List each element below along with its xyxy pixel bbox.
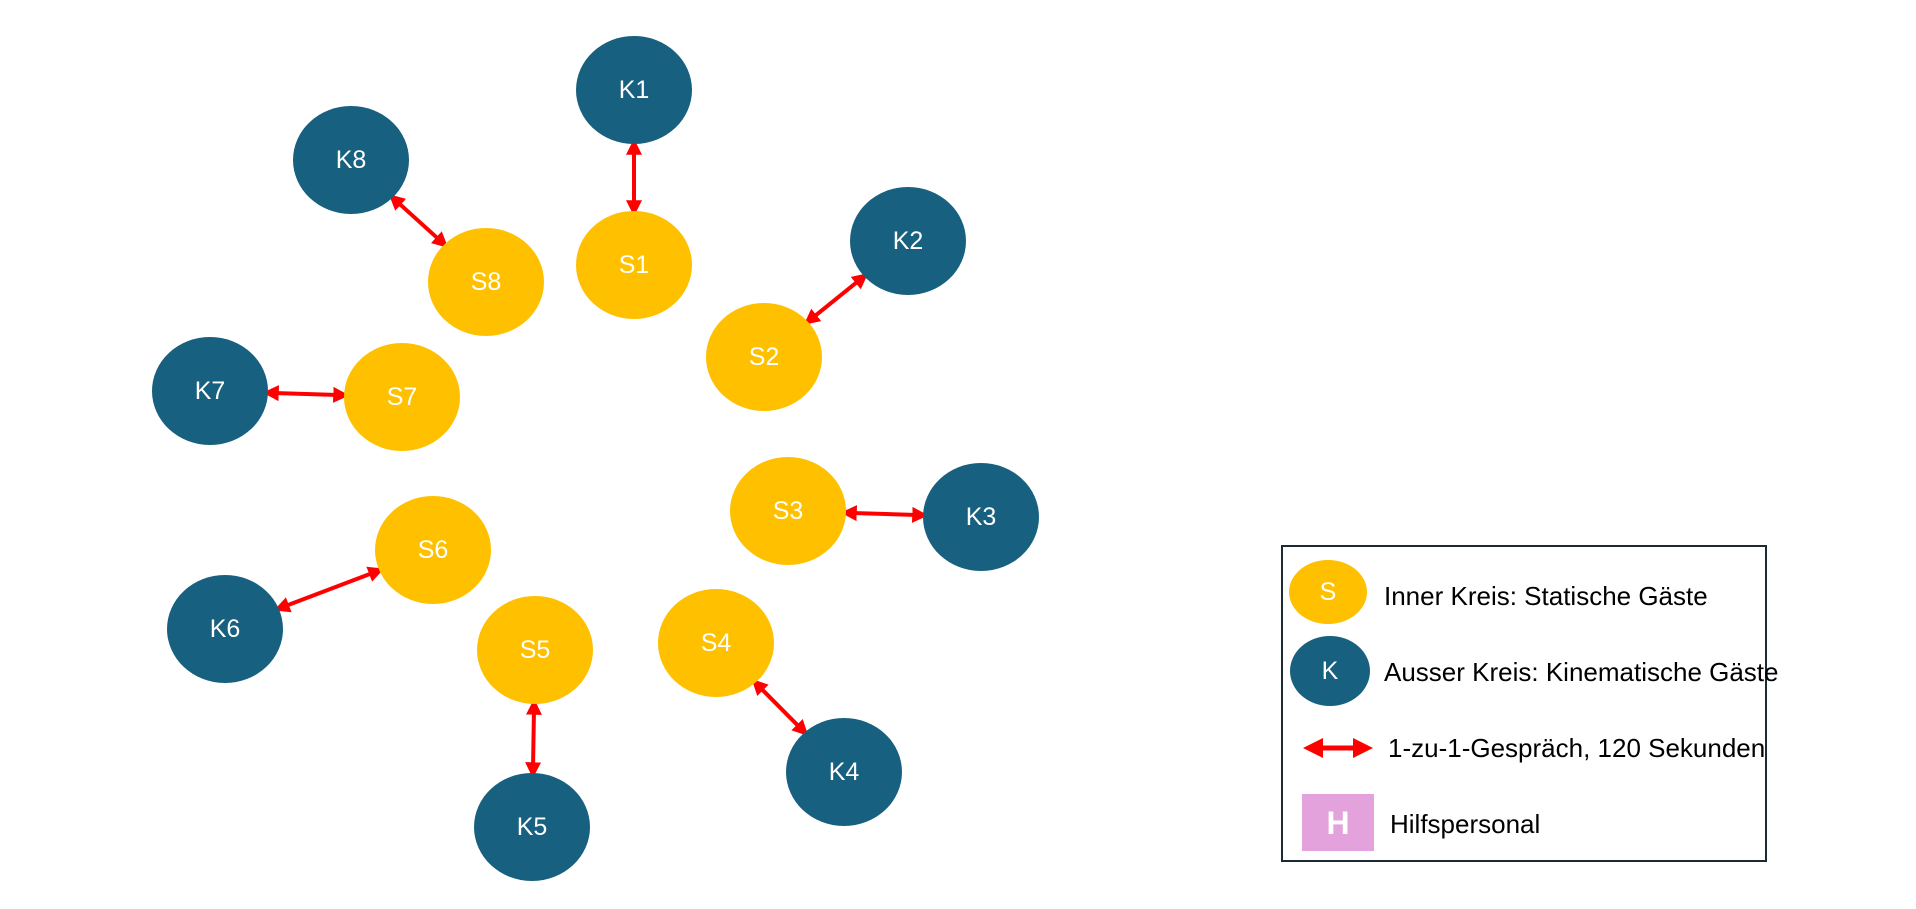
node-label-s7: S7 [387,383,418,411]
node-s7 [344,343,460,451]
node-k1 [576,36,692,144]
node-k4 [786,718,902,826]
legend-kinematic-label: Ausser Kreis: Kinematische Gäste [1384,657,1779,687]
legend-kinematic-icon [1290,636,1370,706]
node-s3 [730,457,846,565]
node-label-k6: K6 [210,615,241,643]
node-label-s5: S5 [520,636,551,664]
node-s2 [706,303,822,411]
arrow-k5-s5 [525,698,542,779]
legend-static-label: Inner Kreis: Statische Gäste [1384,581,1708,611]
node-k6 [167,575,283,683]
node-label-s8: S8 [471,268,502,296]
node-label-s4: S4 [701,629,732,657]
conversation-arrows [262,138,929,779]
node-label-s3: S3 [773,497,804,525]
node-label-k4: K4 [829,758,860,786]
legend-helper-label: Hilfspersonal [1390,809,1540,839]
arrow-k8-s8 [388,194,449,248]
node-label-k8: K8 [336,146,367,174]
node-label-k3: K3 [966,503,997,531]
node-s8 [428,228,544,336]
arrow-k2-s2 [803,273,869,325]
node-label-k2: K2 [893,227,924,255]
node-label-k1: K1 [619,76,650,104]
legend: S Inner Kreis: Statische Gäste K Ausser … [1281,545,1779,862]
legend-helper-symbol: H [1326,805,1349,841]
legend-static-symbol: S [1320,578,1337,606]
arrow-k7-s7 [262,385,350,403]
node-k3 [923,463,1039,571]
node-s4 [658,589,774,697]
arrow-k4-s4 [751,678,809,737]
arrow-k6-s6 [273,566,385,613]
node-k7 [152,337,268,445]
arrow-k3-s3 [840,505,929,523]
node-label-s6: S6 [418,536,449,564]
node-s5 [477,596,593,704]
node-s1 [576,211,692,319]
node-label-k5: K5 [517,813,548,841]
node-label-k7: K7 [195,377,226,405]
node-k2 [850,187,966,295]
node-label-s1: S1 [619,251,650,279]
node-k8 [293,106,409,214]
node-label-s2: S2 [749,343,780,371]
node-k5 [474,773,590,881]
legend-arrow-label: 1-zu-1-Gespräch, 120 Sekunden [1388,733,1765,763]
node-s6 [375,496,491,604]
legend-kinematic-symbol: K [1322,657,1339,685]
legend-helper-icon [1302,794,1374,851]
legend-static-icon [1289,560,1367,624]
